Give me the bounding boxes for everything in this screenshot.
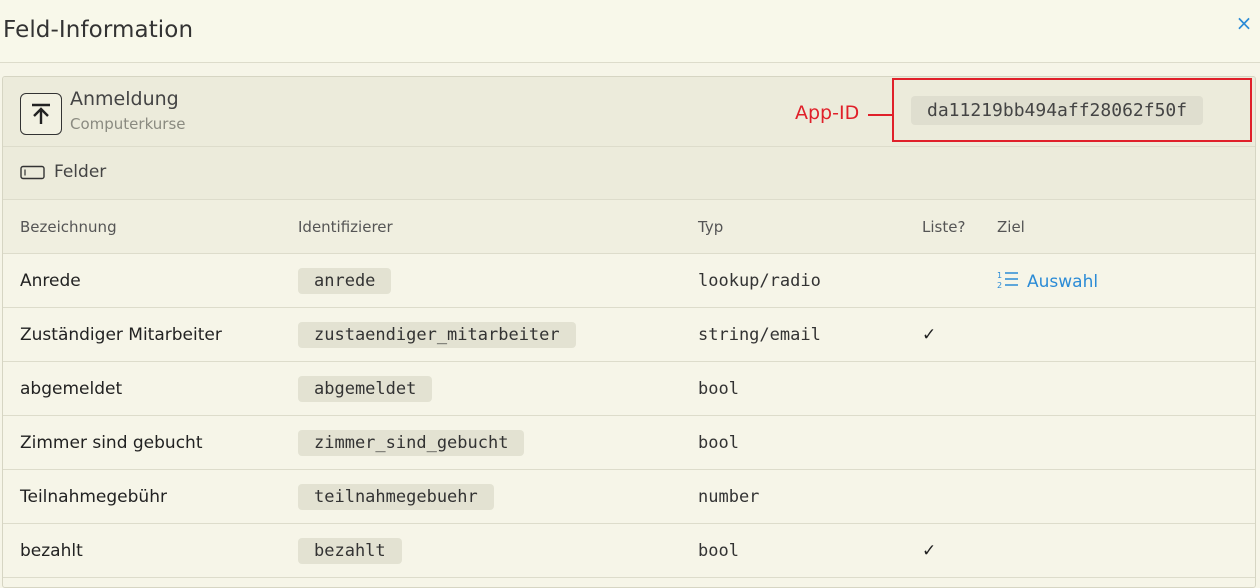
- field-type: bool: [698, 378, 739, 399]
- column-header-type: Typ: [698, 200, 922, 254]
- annotation-connector: [868, 114, 892, 116]
- table-row: abgemeldet abgemeldet bool: [3, 361, 1255, 416]
- svg-text:1: 1: [997, 271, 1002, 280]
- list-flag: [922, 253, 997, 308]
- field-name: abgemeldet: [3, 361, 298, 416]
- app-name: Anmeldung: [70, 88, 179, 110]
- column-header-name: Bezeichnung: [3, 200, 298, 254]
- field-target: [997, 415, 1255, 470]
- field-type: number: [698, 486, 760, 507]
- fields-section-header: Felder: [3, 147, 1255, 200]
- field-type: lookup/radio: [698, 270, 821, 291]
- field-identifier: teilnahmegebuehr: [298, 483, 494, 510]
- field-name: Zimmer sind gebucht: [3, 415, 298, 470]
- numbered-list-icon: 1 2: [997, 271, 1018, 290]
- svg-text:2: 2: [997, 281, 1002, 290]
- field-icon: [20, 165, 45, 180]
- target-link-label: Auswahl: [1027, 271, 1099, 292]
- table-row: bezahlt bezahlt bool ✓: [3, 523, 1255, 578]
- column-header-identifier: Identifizierer: [298, 200, 698, 254]
- field-name: bezahlt: [3, 523, 298, 578]
- field-identifier: zimmer_sind_gebucht: [298, 429, 525, 456]
- app-id-value[interactable]: da11219bb494aff28062f50f: [911, 96, 1204, 125]
- column-header-list: Liste?: [922, 200, 997, 254]
- field-identifier: anrede: [298, 267, 392, 294]
- field-name: Teilnahmegebühr: [3, 469, 298, 524]
- field-target: [997, 307, 1255, 362]
- check-icon: ✓: [922, 307, 997, 362]
- check-icon: ✓: [922, 523, 997, 578]
- app-header: Anmeldung Computerkurse App-ID da11219bb…: [3, 77, 1255, 147]
- field-target: [997, 523, 1255, 578]
- fields-section-label: Felder: [54, 162, 107, 182]
- app-subtitle: Computerkurse: [70, 115, 186, 133]
- list-flag: [922, 469, 997, 524]
- field-identifier: bezahlt: [298, 537, 402, 564]
- column-header-target: Ziel: [997, 200, 1255, 254]
- list-flag: [922, 361, 997, 416]
- field-target: [997, 361, 1255, 416]
- table-row: Zimmer sind gebucht zimmer_sind_gebucht …: [3, 415, 1255, 470]
- fields-table: Bezeichnung Identifizierer Typ Liste? Zi…: [3, 200, 1255, 578]
- upload-arrow-icon: [20, 93, 62, 135]
- field-target: [997, 469, 1255, 524]
- target-link-auswahl[interactable]: 1 2 Auswahl: [997, 271, 1099, 292]
- table-header-row: Bezeichnung Identifizierer Typ Liste? Zi…: [3, 200, 1255, 254]
- table-row: Teilnahmegebühr teilnahmegebuehr number: [3, 469, 1255, 524]
- field-name: Zuständiger Mitarbeiter: [3, 307, 298, 362]
- field-identifier: zustaendiger_mitarbeiter: [298, 321, 576, 348]
- app-id-annotation: App-ID: [795, 102, 860, 124]
- dialog-header: Feld-Information ×: [0, 0, 1260, 63]
- table-row: Anrede anrede lookup/radio 1 2 Auswahl: [3, 253, 1255, 308]
- field-identifier: abgemeldet: [298, 375, 433, 402]
- field-type: bool: [698, 540, 739, 561]
- app-panel: Anmeldung Computerkurse App-ID da11219bb…: [2, 76, 1256, 588]
- table-row: Zuständiger Mitarbeiter zustaendiger_mit…: [3, 307, 1255, 362]
- field-type: string/email: [698, 324, 821, 345]
- annotation-highlight-box: [892, 78, 1252, 142]
- list-flag: [922, 415, 997, 470]
- close-icon[interactable]: ×: [1235, 11, 1253, 35]
- dialog-title: Feld-Information: [3, 17, 194, 43]
- field-type: bool: [698, 432, 739, 453]
- field-name: Anrede: [3, 253, 298, 308]
